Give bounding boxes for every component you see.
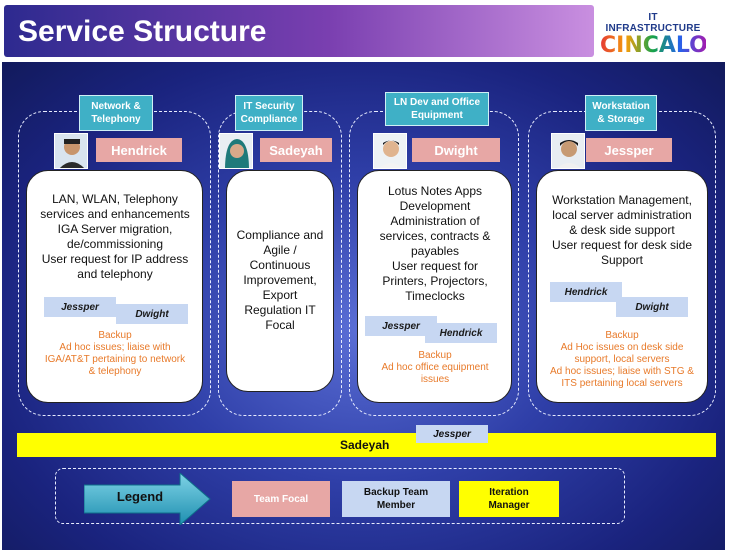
duties-card-network — [26, 170, 203, 403]
backup-note: & telephony — [88, 366, 142, 377]
duties-lndev: Lotus Notes Apps Development Administrat… — [360, 184, 510, 304]
duty-line: Lotus Notes Apps — [387, 184, 483, 198]
duties-card-security — [226, 170, 334, 392]
backup-chip-jessper: Jessper — [44, 297, 116, 317]
duty-line: Workstation Management, — [552, 193, 692, 207]
duty-line: Focal — [265, 318, 295, 332]
legend-iteration-manager: Iteration Manager — [459, 481, 559, 517]
duty-line: Printers, Projectors, — [382, 274, 488, 288]
legend-backup-member: Backup Team Member — [342, 481, 450, 517]
legend-team-focal: Team Focal — [232, 481, 330, 517]
duty-line: Continuous — [249, 258, 311, 272]
backup-notes-lndev: Backup Ad hoc office equipment issues — [360, 350, 510, 386]
legend-iteration-manager-label: Iteration Manager — [488, 487, 530, 511]
team-focal-network: Hendrick — [96, 138, 182, 162]
duty-line: User request for desk side — [551, 238, 693, 252]
legend-label: Legend — [116, 489, 164, 504]
avatar-jessper — [551, 133, 585, 169]
duty-line: LAN, WLAN, Telephony — [52, 192, 178, 206]
avatar-hendrick — [54, 133, 88, 169]
duty-line: IGA Server migration, — [57, 222, 173, 236]
team-focal-lndev: Dwight — [412, 138, 500, 162]
backup-note: issues — [420, 374, 450, 385]
backup-note: Backup — [418, 350, 452, 361]
iteration-manager-name: Sadeyah — [340, 438, 390, 452]
backup-note: Ad hoc office equipment — [381, 362, 489, 373]
backup-chip-hendrick: Hendrick — [550, 282, 622, 302]
logo-wordmark: CINCALOK — [600, 33, 725, 58]
backup-chip-dwight: Dwight — [116, 304, 188, 324]
backup-notes-network: Backup Ad hoc issues; liaise with IGA/AT… — [30, 330, 200, 378]
duty-line: Improvement, — [243, 273, 317, 287]
team-title-lndev: LN Dev and Office Equipment — [385, 92, 489, 126]
duty-line: Export — [262, 288, 298, 302]
duties-security: Compliance and Agile / Continuous Improv… — [228, 228, 332, 333]
legend-group — [55, 468, 625, 524]
team-focal-security: Sadeyah — [260, 138, 332, 162]
duty-line: de/commissioning — [66, 237, 164, 251]
legend-backup-member-label: Backup Team Member — [363, 487, 429, 511]
backup-chip-hendrick: Hendrick — [425, 323, 497, 343]
backup-note: support, local servers — [574, 354, 670, 365]
duty-line: payables — [410, 244, 460, 258]
duty-line: & desk side support — [569, 223, 675, 237]
duty-line: Compliance and — [236, 228, 324, 242]
backup-note: Backup — [605, 330, 639, 341]
duty-line: services and enhancements — [40, 207, 190, 221]
backup-note: Ad hoc issues; liaise with — [59, 342, 171, 353]
duty-line: Timeclocks — [405, 289, 465, 303]
backup-note: Backup — [98, 330, 132, 341]
header-bar: Service Structure — [4, 5, 594, 57]
duty-line: Agile / — [263, 243, 297, 257]
duties-network: LAN, WLAN, Telephony services and enhanc… — [30, 192, 200, 282]
page-title: Service Structure — [18, 15, 267, 48]
backup-note: Ad Hoc issues on desk side — [560, 342, 684, 353]
legend-team-focal-label: Team Focal — [253, 493, 309, 505]
duty-line: services, contracts & — [379, 229, 491, 243]
backup-notes-workstation: Backup Ad Hoc issues on desk side suppor… — [538, 330, 706, 390]
team-focal-workstation: Jessper — [586, 138, 672, 162]
duty-line: and telephony — [77, 267, 153, 281]
duty-line: User request for IP address — [41, 252, 189, 266]
team-title-workstation: Workstation & Storage — [585, 95, 657, 131]
logo-subtitle: IT INFRASTRUCTURE — [605, 12, 701, 34]
avatar-dwight — [373, 133, 407, 169]
duty-line: Development — [399, 199, 471, 213]
duty-line: User request for — [391, 259, 479, 273]
backup-note: Ad hoc issues; liaise with STG & — [550, 366, 694, 377]
duty-line: Support — [600, 253, 644, 267]
backup-chip-jessper: Jessper — [365, 316, 437, 336]
avatar-sadeyah — [219, 133, 253, 169]
legend-arrow-icon — [84, 473, 211, 525]
iteration-backup-chip: Jessper — [416, 425, 488, 443]
backup-chip-dwight: Dwight — [616, 297, 688, 317]
backup-note: ITS pertaining local servers — [561, 378, 683, 389]
duty-line: local server administration — [552, 208, 692, 222]
iteration-manager-bar — [17, 433, 716, 457]
duty-line: Administration of — [390, 214, 480, 228]
backup-note: IGA/AT&T pertaining to network — [44, 354, 186, 365]
company-logo: IT INFRASTRUCTURE CINCALOK — [600, 12, 725, 58]
team-title-security: IT Security Compliance — [235, 95, 303, 131]
duties-card-lndev — [357, 170, 512, 403]
duty-line: Regulation IT — [244, 303, 316, 317]
duties-workstation: Workstation Management, local server adm… — [538, 193, 706, 268]
team-title-network: Network & Telephony — [79, 95, 153, 131]
